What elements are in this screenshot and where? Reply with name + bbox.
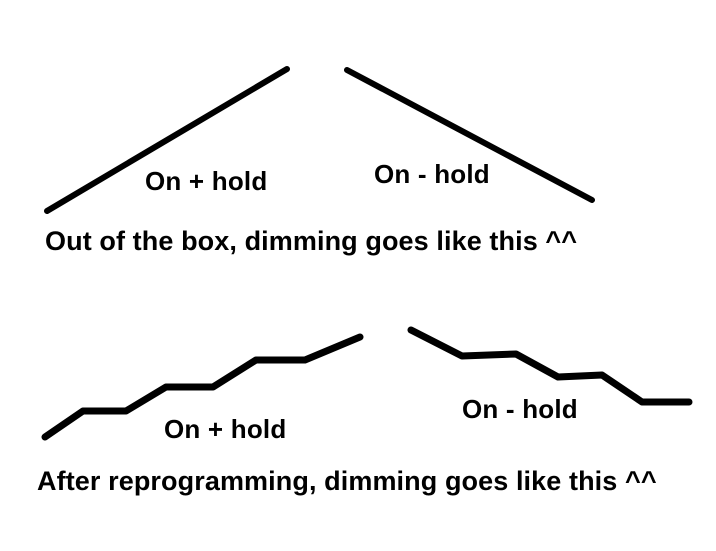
bottom-diagram-caption: After reprogramming, dimming goes like t… xyxy=(37,466,657,496)
bottom-stepped-ramp-up-line xyxy=(41,333,364,441)
top-ramp-down-line xyxy=(344,67,595,203)
top-on-minus-hold-label: On - hold xyxy=(374,159,490,189)
top-on-plus-hold-label: On + hold xyxy=(145,166,268,196)
top-diagram-caption: Out of the box, dimming goes like this ^… xyxy=(45,226,578,256)
bottom-on-plus-hold-label: On + hold xyxy=(164,414,287,444)
bottom-stepped-ramp-down-line xyxy=(407,326,693,406)
top-ramp-up-line xyxy=(44,66,290,214)
bottom-on-minus-hold-label: On - hold xyxy=(462,394,578,424)
